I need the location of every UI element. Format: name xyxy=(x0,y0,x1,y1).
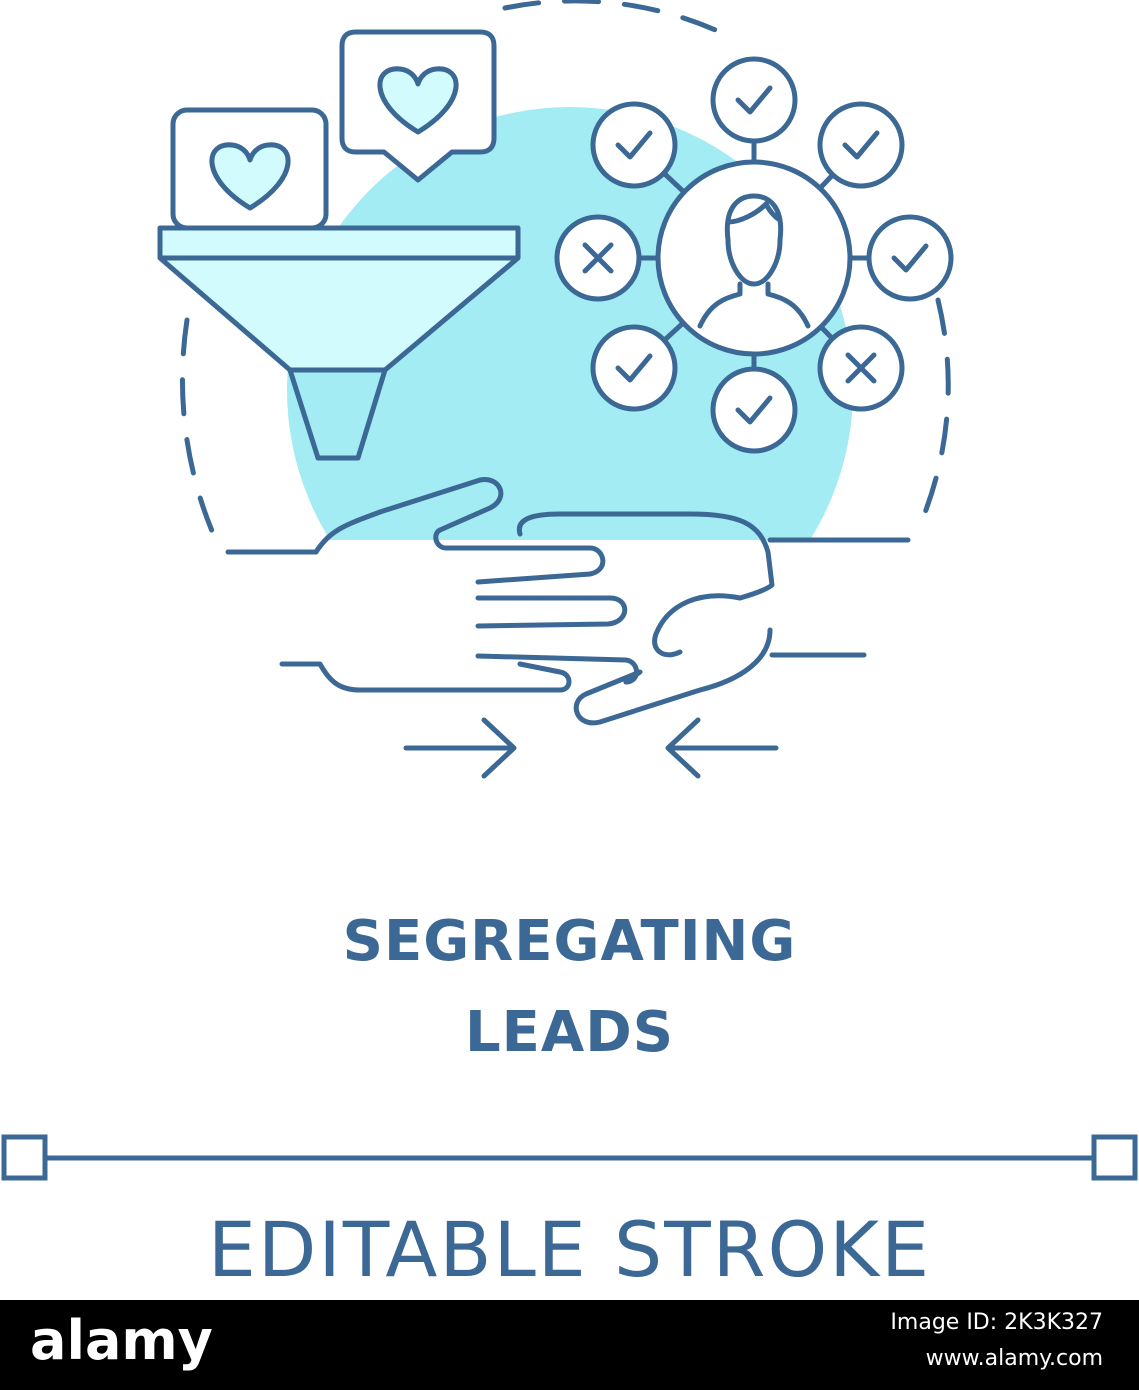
rule-handle-right xyxy=(1091,1134,1138,1181)
handshake-icon xyxy=(225,477,911,726)
check-circle-icon xyxy=(590,324,678,412)
check-circle-icon xyxy=(817,101,905,189)
heart-bubble-icon xyxy=(170,107,329,231)
person-network-icon xyxy=(655,159,853,357)
site-url: www.alamy.com xyxy=(925,1346,1103,1371)
check-circle-icon xyxy=(710,366,798,454)
footer-bar: alamy Image ID: 2K3K327 www.alamy.com xyxy=(0,1300,1139,1390)
background-mask xyxy=(200,540,940,840)
check-circle-icon xyxy=(866,214,954,302)
page-title: SEGREGATING xyxy=(342,909,797,974)
page-title: LEADS xyxy=(464,1000,675,1065)
editable-stroke-rule xyxy=(1,1134,1138,1181)
check-circle-icon xyxy=(590,101,678,189)
arrow-left-icon xyxy=(665,717,779,779)
funnel-icon xyxy=(157,225,521,461)
image-id-label: Image ID: 2K3K327 xyxy=(890,1310,1103,1335)
dashed-ring xyxy=(179,0,951,548)
cross-circle-icon xyxy=(817,324,905,412)
check-circle-icon xyxy=(710,56,798,144)
cross-circle-icon xyxy=(554,214,642,302)
arrow-right-icon xyxy=(403,717,517,779)
editable-stroke-label: EDITABLE STROKE xyxy=(207,1205,932,1294)
segregating-leads-illustration xyxy=(157,0,954,840)
brand-logo: alamy xyxy=(30,1309,213,1372)
rule-handle-left xyxy=(1,1134,48,1181)
heart-bubble-icon xyxy=(339,29,497,183)
